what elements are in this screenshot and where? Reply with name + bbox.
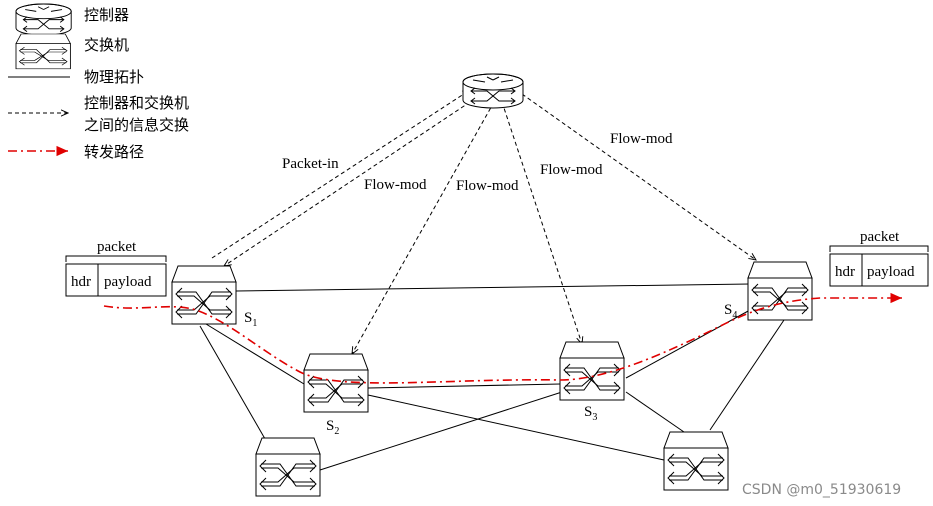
link-s1-s2	[205, 323, 305, 385]
switch-label-s1: S1	[244, 310, 257, 329]
packet-in-arrow-up	[211, 90, 470, 259]
flow-mod-arrow-s1	[224, 97, 477, 266]
legend-control-label-line2: 之间的信息交换	[84, 116, 189, 134]
switch-label-s4: S4	[724, 302, 737, 321]
link-s1-s4	[235, 283, 751, 292]
switch-s4	[747, 261, 813, 321]
packet-right-label: packet	[860, 229, 900, 245]
link-s1-s5	[199, 325, 277, 459]
switch-label-s2: S2	[326, 418, 339, 437]
link-s3-s4	[625, 309, 751, 379]
controller-node	[462, 73, 524, 109]
flow-mod-label-3: Flow-mod	[540, 162, 603, 178]
link-s2-s6	[367, 394, 665, 461]
flow-mod-label-2: Flow-mod	[456, 178, 519, 194]
legend-control-label-line1: 控制器和交换机	[84, 94, 189, 112]
legend-topology-label: 物理拓扑	[84, 68, 144, 86]
packet-left-label: packet	[97, 239, 137, 255]
legend: 控制器 交换机 物理拓扑 控制器和交换机 之间的信息交换 转发路径	[8, 3, 189, 161]
legend-controller-label: 控制器	[84, 6, 129, 24]
packet-left-hdr: hdr	[71, 274, 91, 290]
switch-s5	[255, 437, 321, 497]
switch-s3	[559, 341, 625, 401]
legend-controller-icon	[15, 3, 72, 36]
physical-topology	[199, 283, 785, 471]
packet-right: packet hdr payload	[829, 229, 929, 287]
legend-switch-icon	[15, 33, 71, 70]
switch-s6	[663, 431, 729, 491]
control-messages: Packet-in Flow-mod Flow-mod Flow-mod Flo…	[211, 90, 756, 354]
switch-label-s3: S3	[584, 404, 597, 423]
packet-in-label: Packet-in	[282, 156, 339, 172]
link-s4-s6	[709, 319, 785, 431]
link-s3-s6	[625, 391, 685, 433]
link-s2-s3	[367, 383, 561, 389]
packet-left: packet hdr payload	[65, 239, 167, 297]
flow-mod-arrow-s3	[501, 101, 582, 344]
watermark: CSDN @m0_51930619	[742, 482, 901, 498]
switch-s1	[171, 265, 237, 325]
legend-switch-label: 交换机	[84, 36, 129, 54]
flow-mod-arrow-s2	[352, 101, 495, 354]
legend-forward-label: 转发路径	[84, 143, 144, 161]
flow-mod-label-1: Flow-mod	[364, 177, 427, 193]
forwarding-path	[103, 292, 902, 384]
packet-right-payload: payload	[867, 264, 915, 280]
packet-right-hdr: hdr	[835, 264, 855, 280]
flow-mod-label-4: Flow-mod	[610, 131, 673, 147]
flow-mod-arrow-s4	[521, 93, 756, 260]
packet-left-payload: payload	[104, 274, 152, 290]
link-s3-s5	[319, 391, 563, 471]
